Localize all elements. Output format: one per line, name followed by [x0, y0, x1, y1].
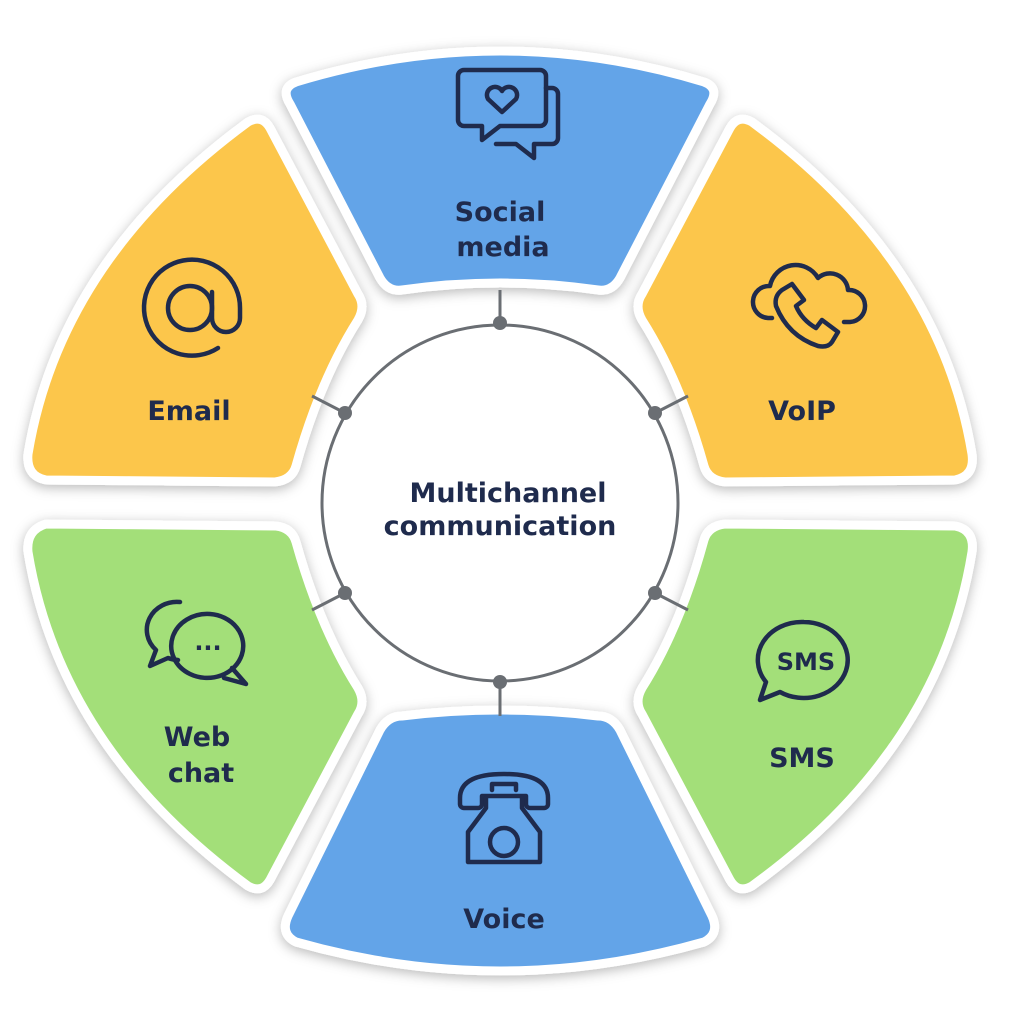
segment-sms-label: SMS: [769, 743, 835, 774]
chat-heart-icon: [455, 67, 561, 161]
connector-dot-web-chat: [338, 586, 352, 600]
segment-web-chat-label-2: chat: [168, 758, 234, 789]
segment-voice[interactable]: Voice: [280, 705, 720, 976]
center-label-line-1: Multichannel: [410, 478, 607, 509]
center-hub: Multichannel communication: [320, 316, 680, 689]
cloud-phone-icon: [750, 262, 868, 349]
segment-voip[interactable]: VoIP: [633, 114, 977, 487]
segment-voip-label: VoIP: [768, 396, 836, 427]
segment-social-media-label-1: Social: [455, 197, 546, 228]
web-chat-icon-text: ...: [194, 628, 221, 656]
sms-bubble-icon: SMS: [755, 619, 850, 703]
segment-email-label: Email: [147, 396, 230, 427]
connector-dot-voip: [648, 406, 662, 420]
segment-web-chat-label-1: Web: [164, 722, 230, 753]
segment-social-media-label-2: media: [456, 232, 549, 263]
at-sign-icon: [141, 257, 243, 358]
sms-icon-text: SMS: [777, 648, 835, 676]
segment-email[interactable]: Email: [23, 114, 367, 487]
center-label-line-2: communication: [384, 511, 617, 542]
segment-sms[interactable]: SMS SMS: [633, 519, 977, 894]
segment-sms-shape: [633, 519, 977, 894]
segment-email-shape: [23, 114, 367, 487]
segment-social-media-shape: [281, 46, 719, 295]
segment-web-chat-shape: [23, 519, 367, 894]
segment-voice-label: Voice: [463, 904, 545, 935]
rotary-phone-icon: [457, 771, 551, 865]
connector-dot-email: [338, 406, 352, 420]
connector-dot-social-media: [493, 316, 507, 330]
chat-bubbles-icon: ...: [144, 599, 249, 687]
segment-web-chat[interactable]: ... Web chat: [23, 519, 367, 894]
connector-dot-voice: [493, 675, 507, 689]
connector-dot-sms: [648, 586, 662, 600]
segment-social-media[interactable]: Social media: [281, 46, 719, 295]
segment-voice-shape: [280, 705, 720, 976]
